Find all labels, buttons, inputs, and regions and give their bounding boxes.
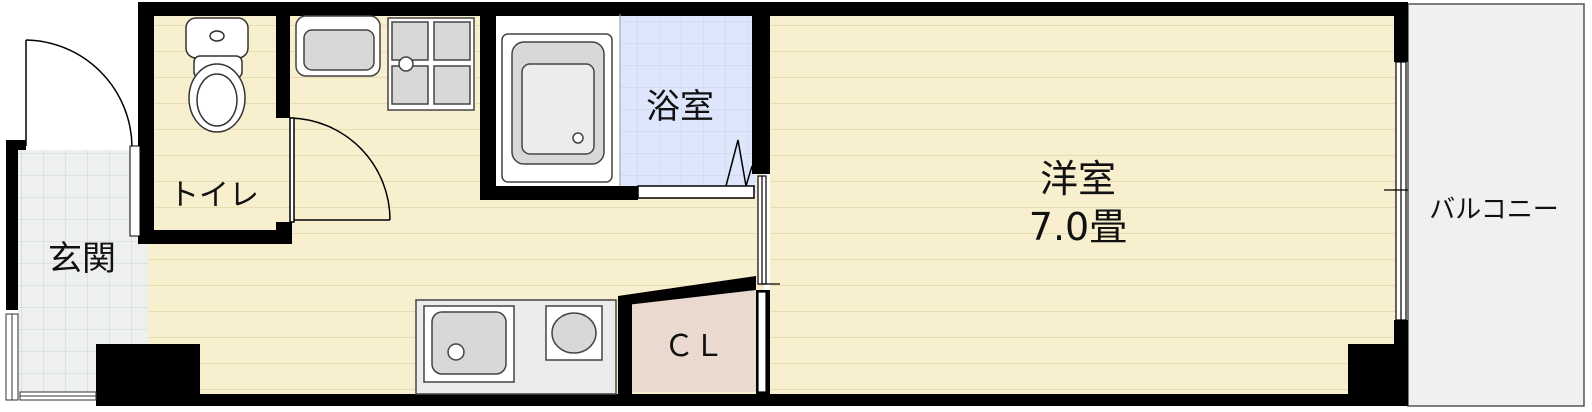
western-room-floor xyxy=(770,14,1398,402)
toilet-icon xyxy=(185,17,249,133)
closet-door xyxy=(757,291,767,393)
entrance-door xyxy=(25,39,133,147)
closet-floor xyxy=(632,286,756,392)
entrance-window xyxy=(5,313,97,401)
closet-label: ＣＬ xyxy=(664,329,724,364)
toilet-door xyxy=(289,117,391,223)
balcony-floor xyxy=(1407,3,1585,407)
bath-door xyxy=(637,139,755,199)
toilet-label: トイレ xyxy=(169,178,259,213)
walls xyxy=(6,2,1408,406)
washer-fixture xyxy=(295,15,475,111)
balcony-label: バルコニー xyxy=(1429,195,1558,225)
entrance-step xyxy=(129,145,141,237)
western-room-size: 7.0畳 xyxy=(1029,205,1127,249)
bath-label: 浴室 xyxy=(646,87,714,127)
bathtub-icon xyxy=(501,33,613,183)
western-room-door xyxy=(757,175,780,285)
bath-floor xyxy=(620,14,756,194)
entrance-label: 玄関 xyxy=(48,239,116,279)
balcony-window xyxy=(1384,61,1408,321)
kitchen-counter xyxy=(415,299,617,395)
western-room-label: 洋室 xyxy=(1040,157,1116,201)
